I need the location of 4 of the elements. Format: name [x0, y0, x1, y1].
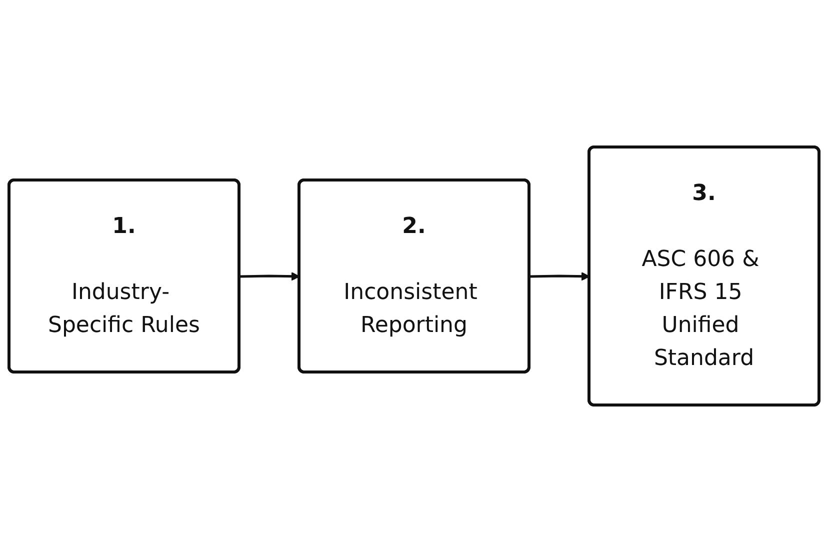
node-text: 2. Inconsistent Reporting: [344, 214, 478, 338]
arrow: [239, 272, 300, 281]
arrow: [529, 272, 590, 281]
node-text: 3. ASC 606 & IFRS 15 Unified Standard: [642, 181, 760, 371]
